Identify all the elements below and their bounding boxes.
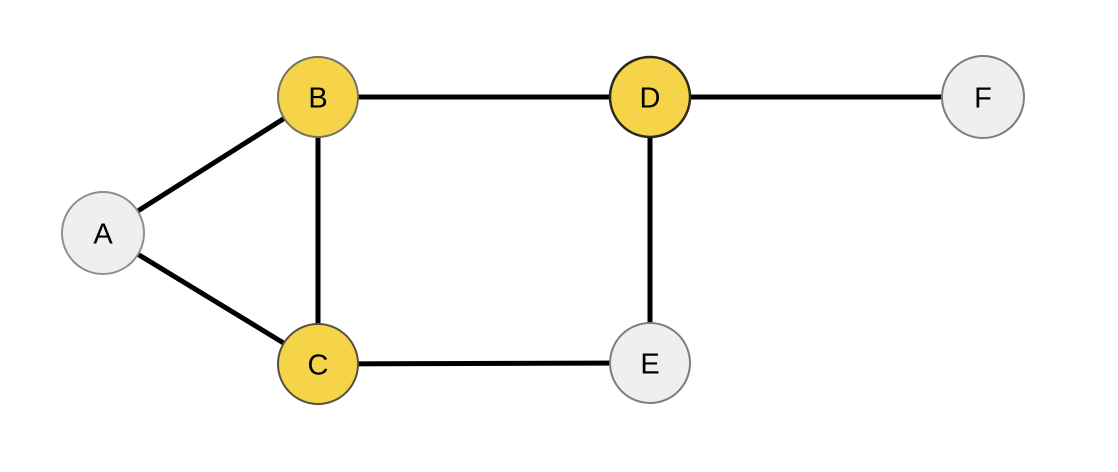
node-circle-D [608, 55, 692, 139]
node-C: C [277, 323, 359, 405]
node-B: B [277, 56, 359, 138]
node-D: D [608, 55, 692, 139]
node-A: A [61, 191, 145, 275]
node-circle-B [277, 56, 359, 138]
edge-A-B [101, 94, 320, 236]
node-circle-C [277, 323, 359, 405]
edge-C-E [317, 360, 651, 367]
node-circle-E [609, 322, 691, 404]
node-circle-A [61, 191, 145, 275]
node-circle-F [941, 55, 1025, 139]
node-E: E [609, 322, 691, 404]
node-F: F [941, 55, 1025, 139]
